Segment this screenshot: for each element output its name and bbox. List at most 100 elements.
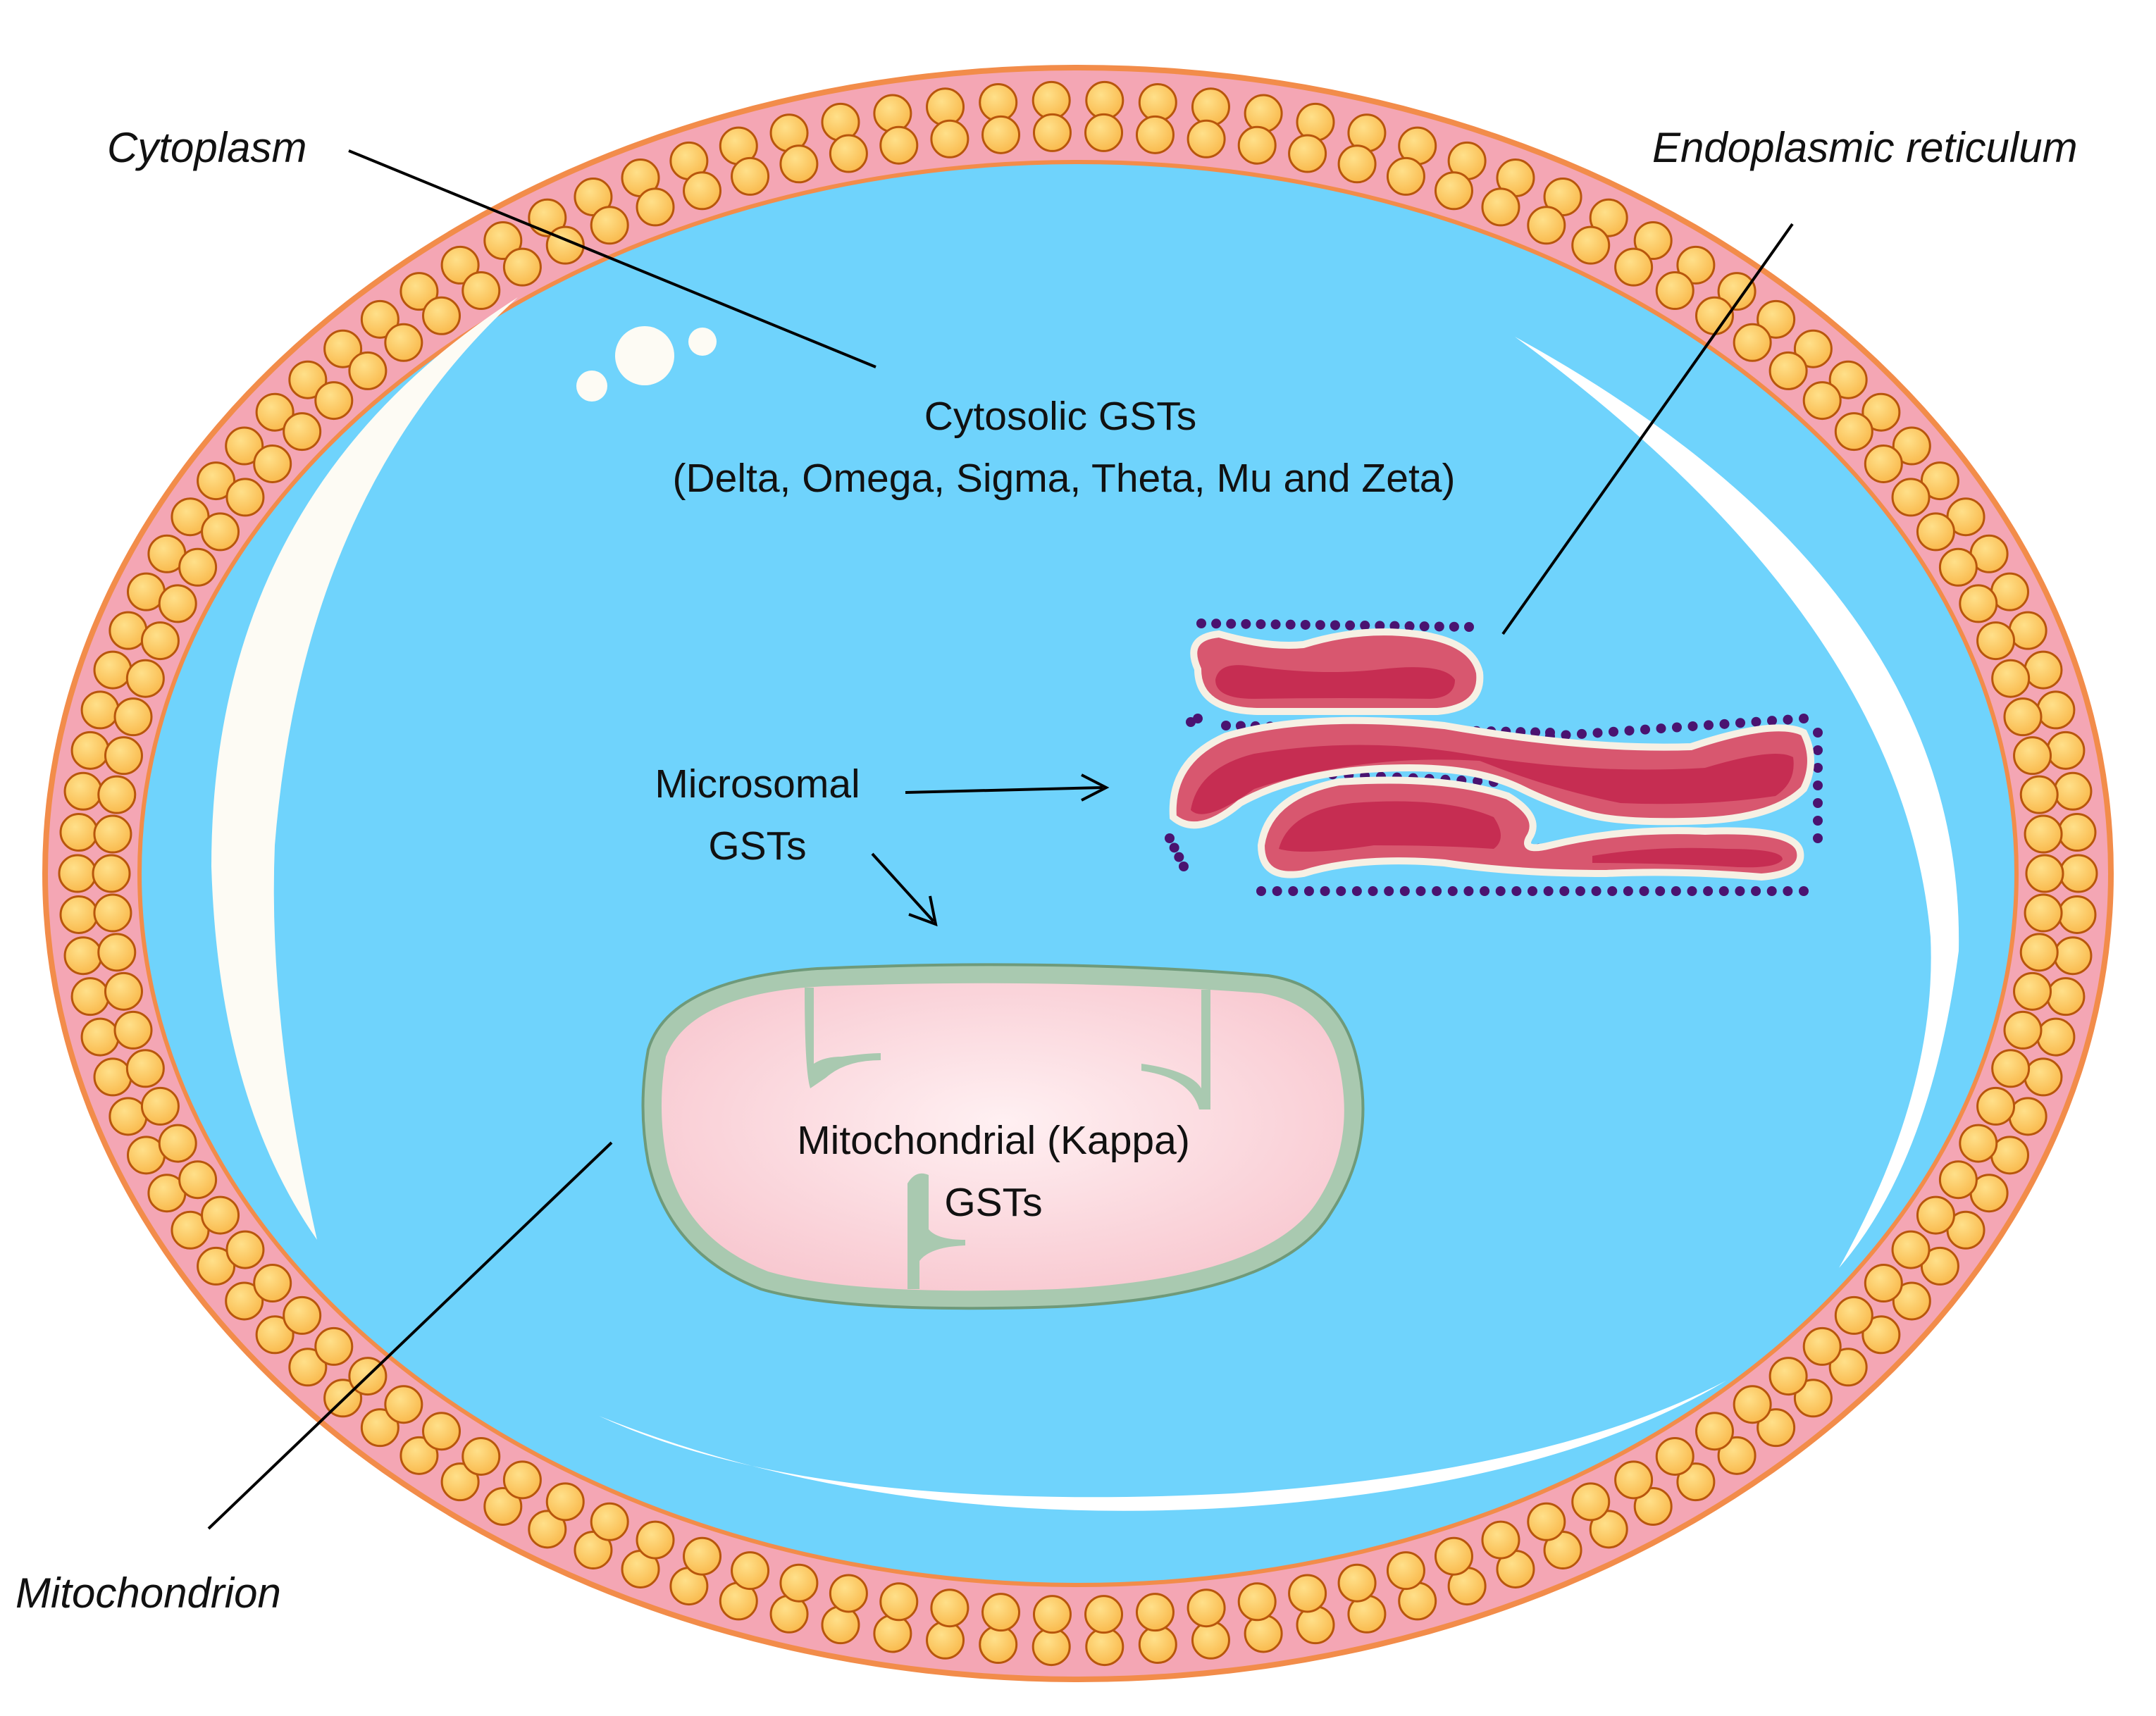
lipid-head <box>1527 1502 1566 1541</box>
ribosome-dot <box>1592 728 1603 738</box>
ribosome-dot <box>1360 621 1370 631</box>
lipid-head <box>1976 621 2016 661</box>
lipid-head <box>1891 1230 1931 1269</box>
ribosome-dot <box>1330 620 1340 630</box>
lipid-head <box>1481 1520 1520 1560</box>
lipid-head <box>348 351 388 390</box>
lipid-head <box>930 119 969 158</box>
lipid-head <box>93 650 132 690</box>
ribosome-dot <box>1336 886 1346 896</box>
lipid-head <box>2046 730 2086 770</box>
ribosome-dot <box>1783 886 1793 896</box>
lipid-head <box>104 736 143 776</box>
microsomal-gsts-line2: GSTs <box>708 823 806 869</box>
ribosome-dot <box>1559 886 1570 896</box>
lipid-head <box>1834 412 1873 452</box>
lipid-head <box>283 412 322 452</box>
lipid-head <box>1032 1595 1072 1634</box>
lipid-head <box>93 814 132 854</box>
lipid-head <box>2003 1010 2043 1050</box>
lipid-head <box>1892 1281 1931 1321</box>
lipid-head <box>178 547 218 587</box>
ribosome-dot <box>1375 621 1385 631</box>
lipid-head <box>779 144 819 184</box>
lipid-head <box>399 1436 439 1475</box>
ribosome-dot <box>1256 886 1266 896</box>
ribosome-dot <box>1368 886 1378 896</box>
lipid-head <box>2059 854 2098 893</box>
ribosome-dot <box>1315 620 1325 630</box>
lipid-head <box>1938 547 1978 587</box>
lipid-head <box>80 690 120 730</box>
lipid-head <box>109 611 148 650</box>
lipid-head <box>1135 1593 1175 1632</box>
lipid-head <box>384 1385 423 1424</box>
lipid-head <box>1768 351 1808 390</box>
ribosome-dot <box>1718 886 1729 896</box>
ribosome-dot <box>1813 745 1823 755</box>
ribosome-dot <box>1672 722 1682 733</box>
ribosome-dot <box>1389 621 1400 631</box>
lipid-head <box>225 1281 264 1321</box>
ribosome-dot <box>1432 886 1442 896</box>
lipid-head <box>70 730 110 770</box>
lipid-head <box>1976 1086 2016 1126</box>
ribosome-dot <box>1221 721 1231 730</box>
ribosome-dot <box>1813 781 1823 790</box>
lipid-head <box>1135 115 1175 154</box>
lipid-head <box>1991 659 2031 698</box>
ribosome-dot <box>1303 886 1314 896</box>
lipid-head <box>360 299 399 339</box>
ribosome-dot <box>1211 618 1222 629</box>
lipid-head <box>1337 144 1377 184</box>
ribosome-dot <box>1624 726 1635 736</box>
lipid-head <box>483 221 523 261</box>
ribosome-dot <box>1449 621 1459 632</box>
ribosome-dot <box>1575 886 1585 896</box>
er-lumen-bottom-right <box>1592 847 1783 868</box>
lipid-head <box>58 854 97 893</box>
lipid-head <box>926 87 965 127</box>
lipid-head <box>1834 1295 1873 1335</box>
mitochondrion <box>641 963 1365 1310</box>
ribosome-dot <box>1640 724 1650 735</box>
lipid-head <box>1138 1624 1177 1664</box>
lipid-head <box>1084 1595 1124 1634</box>
lipid-head <box>829 134 868 173</box>
mitochondrion-leader-line <box>207 1141 613 1530</box>
ribosome-dot <box>1256 619 1266 630</box>
lipid-head <box>879 125 919 165</box>
lipid-head <box>590 206 629 245</box>
lipid-head <box>1187 1588 1226 1628</box>
ribosome-dot <box>1270 619 1281 630</box>
lipid-head <box>1589 198 1628 237</box>
er-lumen-top <box>1215 665 1455 699</box>
ribosome-dot <box>1300 619 1311 630</box>
ribosome-dot <box>1447 886 1458 896</box>
er-lumen-middle <box>1191 745 1794 814</box>
ribosome-dot <box>1767 716 1777 726</box>
lipid-head <box>2008 1097 2047 1136</box>
ribosome-dot <box>1434 621 1444 632</box>
lipid-head <box>1861 1315 1901 1355</box>
lipid-head <box>360 1408 399 1448</box>
ribosome-dot <box>1609 726 1618 737</box>
lipid-head <box>1793 329 1833 368</box>
crista-left <box>805 988 881 1088</box>
lipid-head <box>2003 697 2043 737</box>
lipid-head <box>1589 1510 1628 1549</box>
ribosome-dot <box>1169 843 1179 853</box>
ribosome-dot <box>1751 886 1761 896</box>
lipid-head <box>113 1010 153 1050</box>
ribosome-dot <box>1165 833 1175 843</box>
lipid-head <box>981 1593 1021 1632</box>
lipid-head <box>1793 1379 1833 1418</box>
microsomal-to-er-arrow <box>905 786 1103 794</box>
ribosome-dot <box>1656 723 1666 734</box>
lipid-head <box>2036 690 2076 730</box>
lipid-head <box>981 115 1021 154</box>
ribosome-dot <box>1196 618 1206 628</box>
lipid-head <box>979 83 1018 123</box>
ribosome-dot <box>1719 719 1730 729</box>
lipid-head <box>288 1348 328 1387</box>
